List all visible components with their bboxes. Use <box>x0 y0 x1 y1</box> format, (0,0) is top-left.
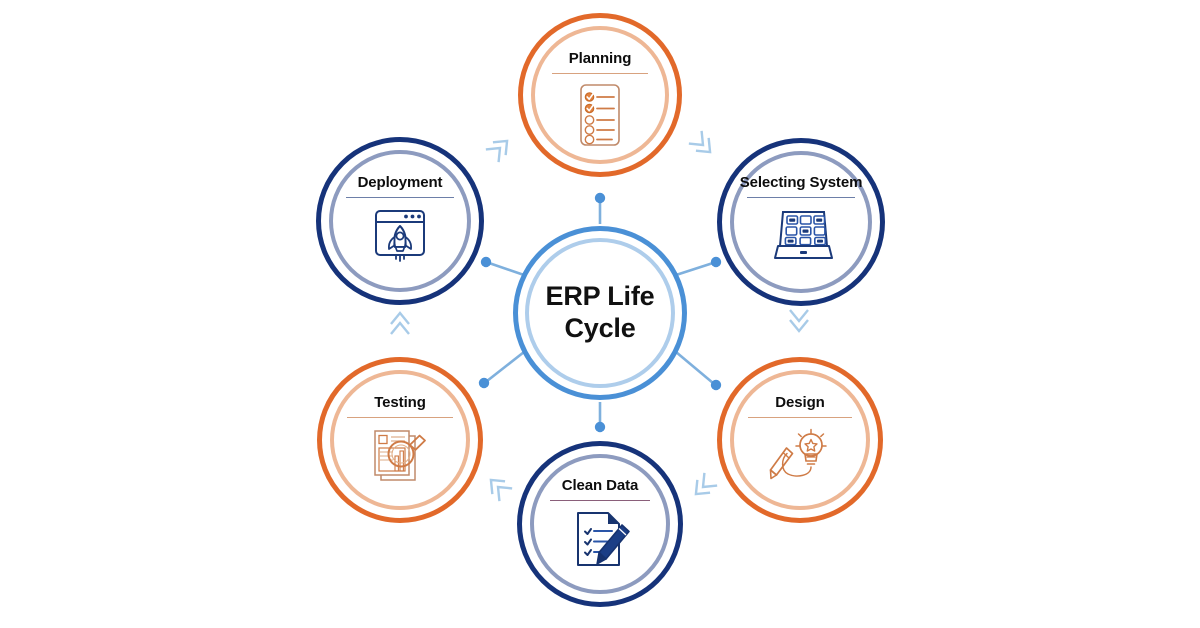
node-selecting-system[interactable]: Selecting System <box>717 138 885 306</box>
center-hub-inner-ring <box>525 238 675 388</box>
pencil-lightbulb-icon <box>762 426 838 486</box>
app-grid-icon <box>768 206 834 262</box>
node-clean-data-divider <box>550 500 650 501</box>
node-design-inner-ring <box>730 370 870 510</box>
node-design-label: Design <box>775 394 825 411</box>
node-selecting-system-label: Selecting System <box>739 174 863 191</box>
node-planning-label: Planning <box>568 50 632 67</box>
double-chevron-icon-design-to-clean-data <box>694 472 718 496</box>
double-chevron-icon-clean-data-to-testing <box>489 478 513 502</box>
node-planning-divider <box>552 73 648 74</box>
node-planning-inner-ring <box>531 26 669 164</box>
center-hub-label-line2: Cycle <box>564 313 636 343</box>
spoke-design <box>675 351 722 391</box>
spoke-deployment <box>480 256 525 277</box>
node-deployment[interactable]: Deployment <box>316 137 484 305</box>
node-testing-divider <box>347 417 453 418</box>
node-clean-data-label: Clean Data <box>561 477 639 494</box>
node-deployment-divider <box>346 197 454 198</box>
center-hub-label: ERP Life Cycle <box>546 281 655 345</box>
node-clean-data[interactable]: Clean Data <box>517 441 683 607</box>
spoke-testing <box>478 350 525 389</box>
double-chevron-icon-deployment-to-planning <box>485 139 509 163</box>
node-deployment-label: Deployment <box>357 174 443 191</box>
checklist-icon <box>572 82 628 148</box>
spoke-planning <box>594 192 606 224</box>
double-chevron-icon-testing-to-deployment <box>390 311 410 335</box>
document-pen-icon <box>566 509 634 571</box>
node-testing-inner-ring <box>330 370 470 510</box>
spoke-clean-data <box>594 402 606 433</box>
node-testing-label: Testing <box>374 394 426 411</box>
node-clean-data-inner-ring <box>530 454 670 594</box>
center-hub: ERP Life Cycle <box>513 226 687 400</box>
spoke-selecting-system <box>675 256 722 277</box>
node-design[interactable]: Design <box>717 357 883 523</box>
node-deployment-inner-ring <box>329 150 471 292</box>
node-selecting-system-inner-ring <box>730 151 872 293</box>
node-planning[interactable]: Planning <box>518 13 682 177</box>
node-testing[interactable]: Testing <box>317 357 483 523</box>
center-hub-label-line1: ERP Life <box>545 281 655 312</box>
rocket-browser-icon <box>367 206 433 268</box>
double-chevron-icon-selecting-system-to-design <box>789 309 809 333</box>
double-chevron-icon-planning-to-selecting-system <box>688 130 712 154</box>
node-design-divider <box>748 417 852 418</box>
magnifier-report-icon <box>364 426 436 488</box>
node-selecting-system-divider <box>747 197 855 198</box>
